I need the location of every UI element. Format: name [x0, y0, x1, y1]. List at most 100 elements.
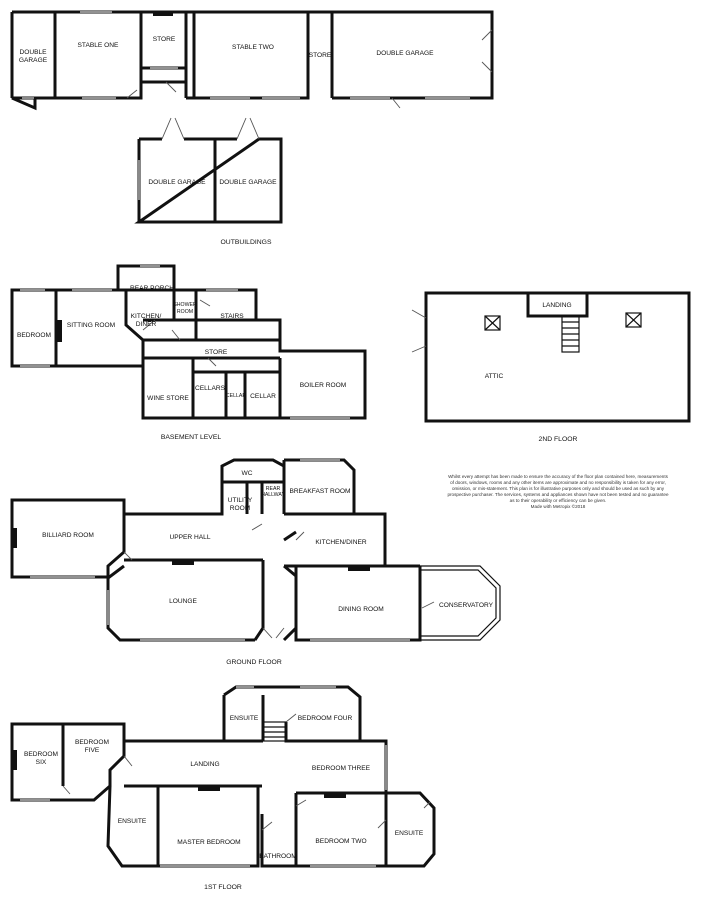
first-floor-plan: ENSUITE BEDROOM FOUR BEDROOM SIX BEDROOM… — [10, 685, 436, 891]
ground-rear-rooms — [222, 460, 420, 568]
door-swing — [142, 299, 217, 367]
room-label: BEDROOM THREE — [312, 765, 371, 772]
skylight-icon — [625, 312, 642, 328]
room-label: BEDROOM — [17, 332, 51, 339]
room-label: LANDING — [542, 302, 571, 309]
room-label: CELLAR — [250, 393, 276, 400]
room-label: WC — [242, 470, 253, 477]
room-label: BILLIARD ROOM — [42, 532, 94, 539]
room-label: WINE STORE — [147, 395, 189, 402]
room-label: REAR PORCH — [130, 285, 174, 292]
room-label: GARAGE — [19, 57, 48, 64]
room-label: REAR — [266, 486, 281, 492]
floor-title: 2ND FLOOR — [539, 436, 578, 443]
room-label: ENSUITE — [395, 830, 424, 837]
room-label: DOUBLE GARAGE — [148, 179, 206, 186]
room-label: CELLARS — [195, 385, 226, 392]
outbuilding-main-walls — [11, 10, 494, 111]
garage-door-swing — [481, 29, 493, 73]
first-left-block — [10, 722, 126, 802]
floor-title: OUTBUILDINGS — [221, 239, 272, 246]
staircase — [561, 315, 580, 353]
door-swing — [126, 81, 401, 109]
billiard-room-walls — [10, 498, 126, 579]
door-swing — [62, 713, 431, 831]
outbuildings-plan: DOUBLE GARAGE STABLE ONE STORE STABLE TW… — [10, 10, 494, 246]
fireplace — [198, 786, 220, 791]
room-label: CONSERVATORY — [439, 602, 494, 609]
skylight-icon — [484, 315, 501, 331]
room-label: UPPER HALL — [169, 534, 210, 541]
room-label: BOILER ROOM — [300, 382, 347, 389]
dining-room-walls — [294, 566, 422, 642]
garage-door-swing — [161, 117, 260, 140]
room-label: STORE — [205, 349, 228, 356]
floor-title: GROUND FLOOR — [226, 659, 282, 666]
room-label: BEDROOM — [75, 739, 109, 746]
disclaimer-line: Whilst every attempt has been made to en… — [448, 474, 669, 479]
fireplace — [348, 566, 370, 571]
room-label: DINER — [136, 321, 157, 328]
room-label: BATHROOM — [259, 853, 297, 860]
room-label: STORE — [309, 52, 332, 59]
outbuilding-store-walls — [139, 12, 188, 82]
room-label: SITTING ROOM — [67, 322, 115, 329]
room-label: DOUBLE GARAGE — [376, 50, 434, 57]
room-label: DINING ROOM — [338, 606, 383, 613]
room-label: CELLAR — [226, 393, 246, 399]
disclaimer-line: omission, or mis-statement. This plan is… — [452, 486, 665, 491]
room-label: BEDROOM FOUR — [298, 715, 353, 722]
room-label: STAIRS — [220, 313, 244, 320]
basement-plan: REAR PORCH BEDROOM SITTING ROOM KITCHEN/… — [10, 264, 367, 441]
ground-floor-plan: WC UTILITY ROOM REAR HALLWAY BREAKFAST R… — [10, 458, 501, 666]
disclaimer-line: Made with Metropix ©2018 — [531, 503, 586, 509]
conservatory-walls — [420, 565, 501, 641]
fireplace — [324, 793, 346, 798]
door-swing — [411, 309, 427, 353]
room-label: ENSUITE — [118, 818, 147, 825]
first-top-block — [222, 685, 362, 743]
room-label: KITCHEN/ — [131, 313, 162, 320]
room-label: STORE — [153, 36, 176, 43]
chimney-breast — [153, 12, 173, 16]
room-label: ROOM — [177, 309, 193, 315]
fireplace — [172, 560, 194, 565]
disclaimer-text: Whilst every attempt has been made to en… — [447, 474, 669, 509]
room-label: SIX — [36, 759, 47, 766]
room-label: LOUNGE — [169, 598, 197, 605]
floor-title: 1ST FLOOR — [204, 884, 242, 891]
fireplace — [56, 320, 62, 342]
second-floor-plan: LANDING ATTIC 2ND FLOOR — [411, 291, 691, 443]
door-swing — [123, 523, 435, 639]
room-label: LANDING — [190, 761, 219, 768]
room-label: KITCHEN/DINER — [315, 539, 367, 546]
room-label: DOUBLE — [19, 49, 47, 56]
landing-walls — [526, 293, 589, 318]
room-label: DOUBLE GARAGE — [219, 179, 277, 186]
attic-outer-walls — [424, 291, 691, 423]
room-label: MASTER BEDROOM — [177, 839, 240, 846]
room-label: FIVE — [85, 747, 100, 754]
fireplace — [12, 750, 17, 770]
staircase — [262, 721, 287, 742]
hall-wall — [282, 564, 298, 642]
first-landing-walls — [124, 739, 388, 795]
disclaimer-line: prospective purchaser. The services, sys… — [447, 492, 669, 497]
room-label: BREAKFAST ROOM — [289, 488, 350, 495]
room-label: STABLE ONE — [78, 42, 120, 49]
master-bedroom-walls — [106, 785, 260, 868]
room-label: ENSUITE — [230, 715, 259, 722]
room-label: HALLWAY — [261, 492, 285, 498]
fireplace — [12, 528, 17, 548]
disclaimer-line: as to their operability or efficiency ca… — [510, 498, 607, 503]
room-label: BEDROOM TWO — [315, 838, 366, 845]
disclaimer-line: of doors, windows, rooms and any other i… — [450, 480, 666, 485]
room-label: BEDROOM — [24, 751, 58, 758]
floor-title: BASEMENT LEVEL — [161, 434, 222, 441]
room-label: UTILITY — [228, 497, 253, 504]
room-label: SHOWER — [173, 302, 197, 308]
room-label: STABLE TWO — [232, 44, 274, 51]
room-label: ATTIC — [485, 373, 504, 380]
